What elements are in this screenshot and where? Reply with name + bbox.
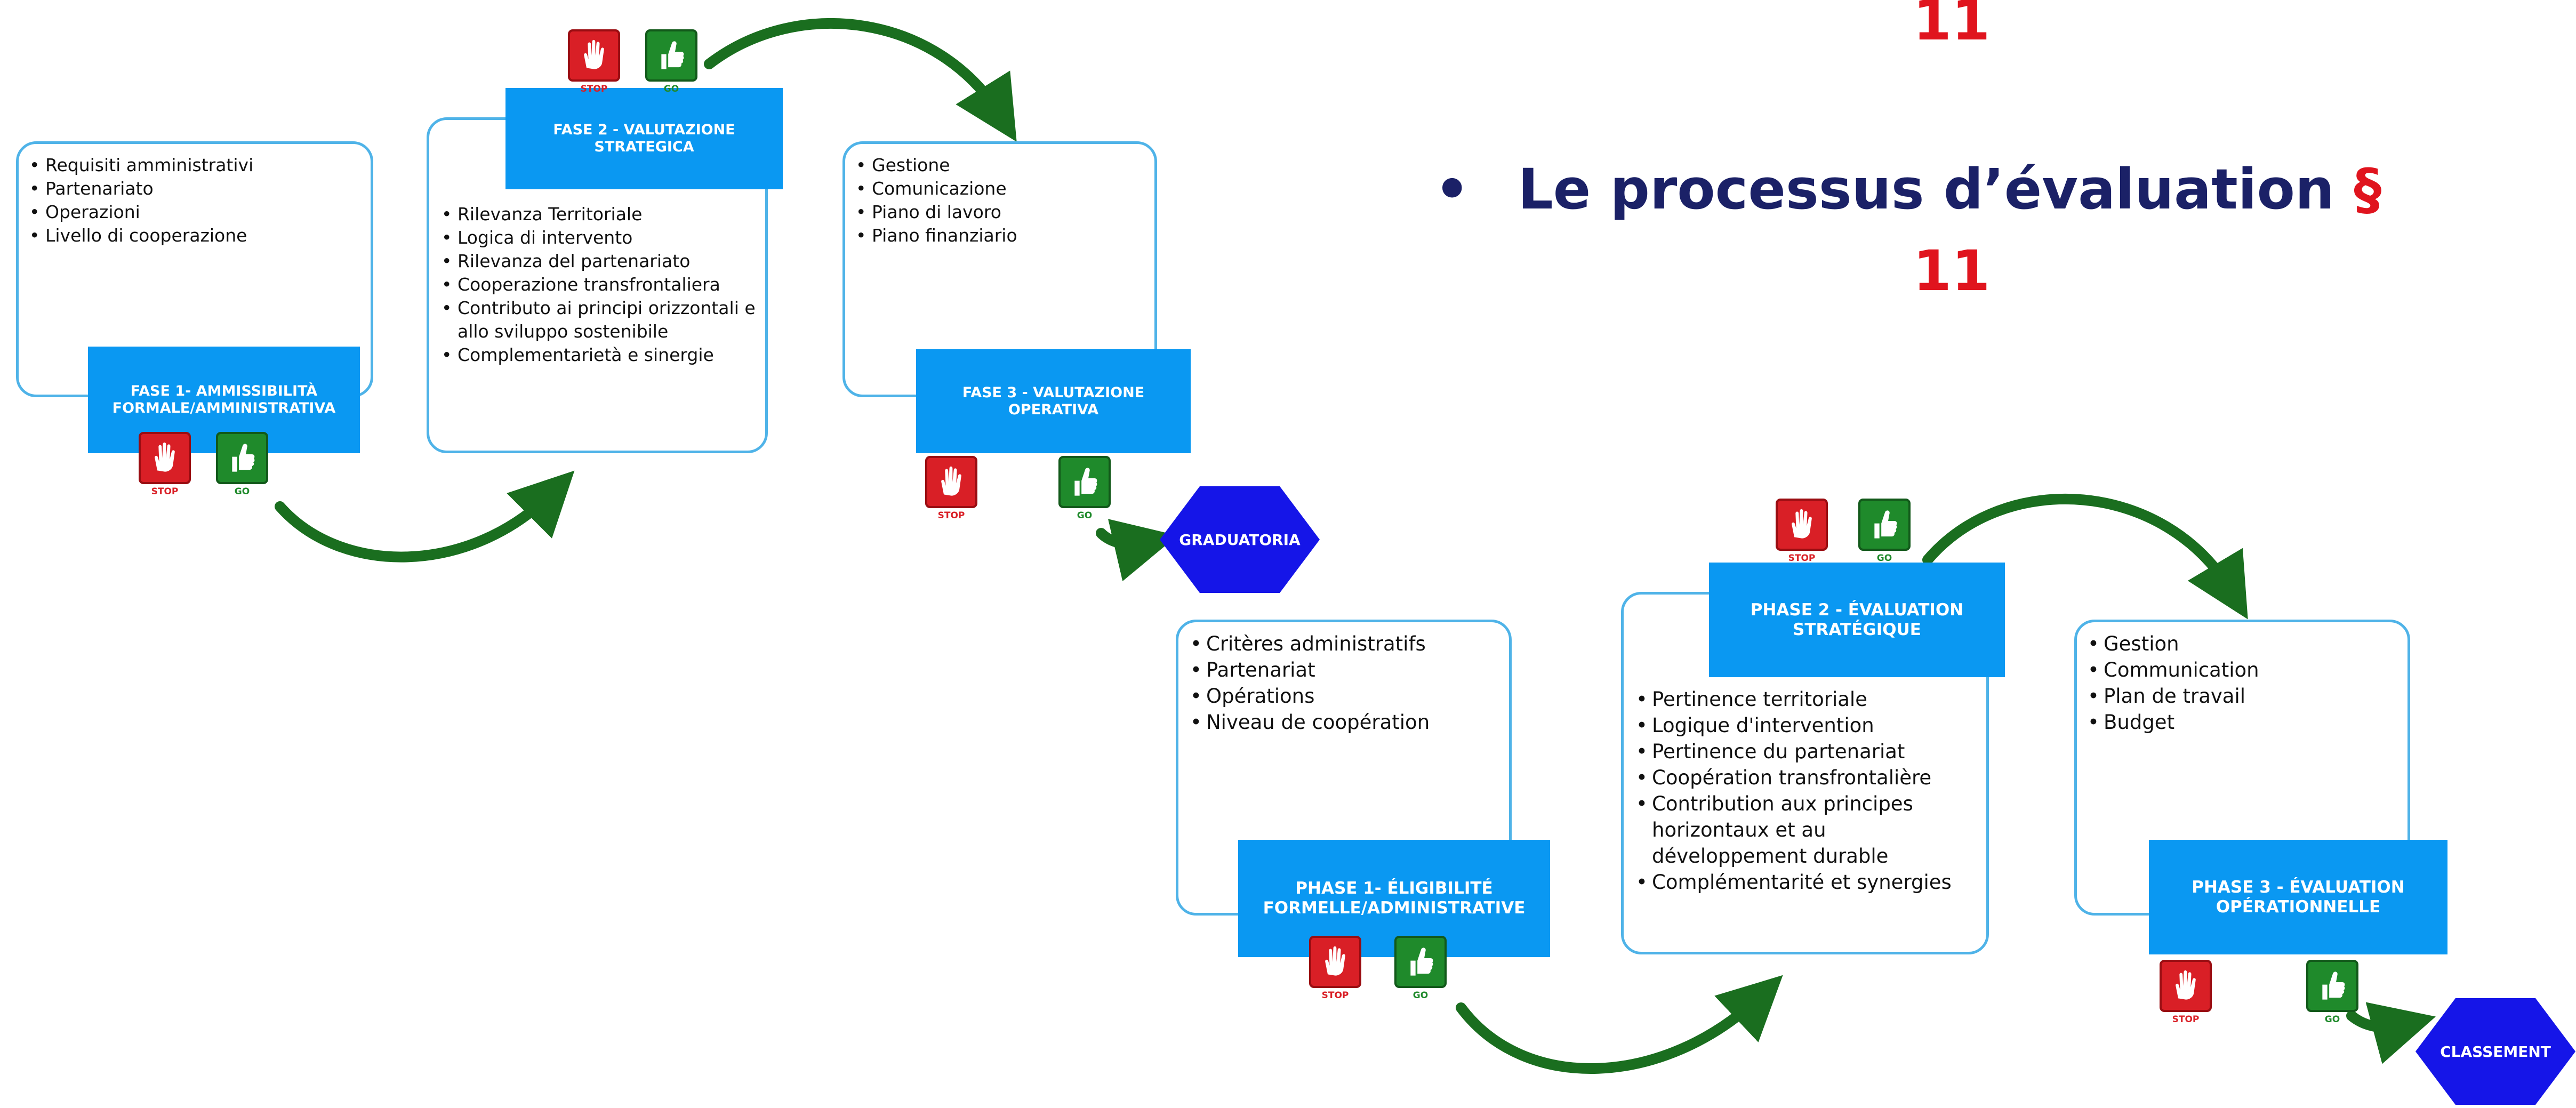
list-item: Cooperazione transfrontaliera <box>442 273 761 296</box>
stop-label: STOP <box>2172 1014 2200 1025</box>
go-sign-square <box>1058 456 1111 508</box>
list-item: Niveau de coopération <box>1190 709 1505 735</box>
it-phase3-list: Gestione Comunicazione Piano di lavoro P… <box>856 154 1144 247</box>
fr-result-hexagon: CLASSEMENT <box>2415 998 2575 1105</box>
arrow-fr-1-to-2 <box>1456 975 1783 1074</box>
go-thumbs-up-icon: GO <box>1858 499 1911 564</box>
go-thumbs-up-icon: GO <box>1058 456 1111 521</box>
list-item: Livello di cooperazione <box>29 224 360 247</box>
arrow-it-2-to-3 <box>704 18 1017 142</box>
heading-bullet: • <box>1434 157 1470 222</box>
stop-label: STOP <box>937 510 965 521</box>
fr-phase3-title: PHASE 3 - ÉVALUATION OPÉRATIONNELLE <box>2149 840 2447 954</box>
go-label: GO <box>663 84 679 94</box>
list-item: Rilevanza Territoriale <box>442 203 761 226</box>
stop-hand-icon: STOP <box>139 432 191 497</box>
stop-sign-square <box>139 432 191 484</box>
stop-hand-icon: STOP <box>1309 936 1361 1001</box>
list-item: Logica di intervento <box>442 226 761 250</box>
go-thumbs-up-icon: GO <box>645 29 697 94</box>
go-thumbs-up-icon: GO <box>2306 960 2358 1025</box>
list-item: Logique d'intervention <box>1636 712 1983 738</box>
go-thumbs-up-icon: GO <box>1394 936 1447 1001</box>
stop-sign-square <box>925 456 977 508</box>
go-sign-square <box>1394 936 1447 988</box>
it-phase1-list: Requisiti amministrativi Partenariato Op… <box>29 154 360 247</box>
list-item: Partenariat <box>1190 657 1505 683</box>
go-thumbs-up-icon: GO <box>216 432 268 497</box>
fr-phase3-list: Gestion Communication Plan de travail Bu… <box>2088 631 2402 735</box>
list-item: Communication <box>2088 657 2402 683</box>
stop-label: STOP <box>1788 553 1816 564</box>
arrow-it-1-to-2 <box>275 470 575 563</box>
list-item: Comunicazione <box>856 177 1144 200</box>
list-item: Gestion <box>2088 631 2402 657</box>
list-item: Piano finanziario <box>856 224 1144 247</box>
list-item: Piano di lavoro <box>856 200 1144 224</box>
it-phase2-list: Rilevanza Territoriale Logica di interve… <box>442 203 761 367</box>
stop-label: STOP <box>1321 990 1349 1001</box>
stop-sign-square <box>568 29 620 82</box>
stop-sign-square <box>1776 499 1828 551</box>
list-item: Opérations <box>1190 683 1505 709</box>
it-phase3-title: FASE 3 - VALUTAZIONE OPERATIVA <box>916 349 1191 453</box>
go-sign-square <box>216 432 268 484</box>
go-label: GO <box>1876 553 1892 564</box>
go-label: GO <box>1413 990 1429 1001</box>
heading-section-sign: § <box>2354 157 2382 222</box>
stop-hand-icon: STOP <box>925 456 977 521</box>
heading-section-number: 11 <box>1913 238 1991 303</box>
go-sign-square <box>645 29 697 82</box>
fr-phase2-title: PHASE 2 - ÉVALUATION STRATÉGIQUE <box>1709 563 2005 677</box>
list-item: Complementarietà e sinergie <box>442 343 761 367</box>
list-item: Budget <box>2088 709 2402 735</box>
page-heading: • Le processus d’évaluation § <box>1434 157 2381 221</box>
stop-sign-square <box>1309 936 1361 988</box>
go-label: GO <box>2324 1014 2340 1025</box>
arrow-fr-2-to-3 <box>1922 494 2248 620</box>
stop-sign-square <box>2160 960 2212 1012</box>
list-item: Complémentarité et synergies <box>1636 869 1983 895</box>
go-sign-square <box>2306 960 2358 1012</box>
list-item: Contributo ai principi orizzontali e all… <box>442 296 761 343</box>
list-item: Rilevanza del partenariato <box>442 250 761 273</box>
fr-phase1-title: PHASE 1- ÉLIGIBILITÉ FORMELLE/ADMINISTRA… <box>1238 840 1550 957</box>
stop-hand-icon: STOP <box>568 29 620 94</box>
go-label: GO <box>1077 510 1093 521</box>
fr-phase1-list: Critères administratifs Partenariat Opér… <box>1190 631 1505 735</box>
fr-phase2-list: Pertinence territoriale Logique d'interv… <box>1636 686 1983 895</box>
list-item: Pertinence territoriale <box>1636 686 1983 712</box>
arrow-it-to-result <box>1096 519 1178 582</box>
list-item: Operazioni <box>29 200 360 224</box>
list-item: Partenariato <box>29 177 360 200</box>
stop-label: STOP <box>151 486 179 497</box>
heading-text: Le processus d’évaluation <box>1518 157 2334 222</box>
list-item: Gestione <box>856 154 1144 177</box>
stop-hand-icon: STOP <box>1776 499 1828 564</box>
stop-label: STOP <box>580 84 608 94</box>
it-phase2-title: FASE 2 - VALUTAZIONE STRATEGICA <box>505 88 783 189</box>
stop-hand-icon: STOP <box>2160 960 2212 1025</box>
list-item: Contribution aux principes horizontaux e… <box>1636 791 1983 869</box>
list-item: Pertinence du partenariat <box>1636 738 1983 765</box>
go-label: GO <box>234 486 250 497</box>
go-sign-square <box>1858 499 1911 551</box>
list-item: Requisiti amministrativi <box>29 154 360 177</box>
arrow-fr-to-result <box>2346 1002 2436 1064</box>
top-section-number: 11 <box>1913 0 1991 53</box>
list-item: Coopération transfrontalière <box>1636 765 1983 791</box>
list-item: Plan de travail <box>2088 683 2402 709</box>
list-item: Critères administratifs <box>1190 631 1505 657</box>
